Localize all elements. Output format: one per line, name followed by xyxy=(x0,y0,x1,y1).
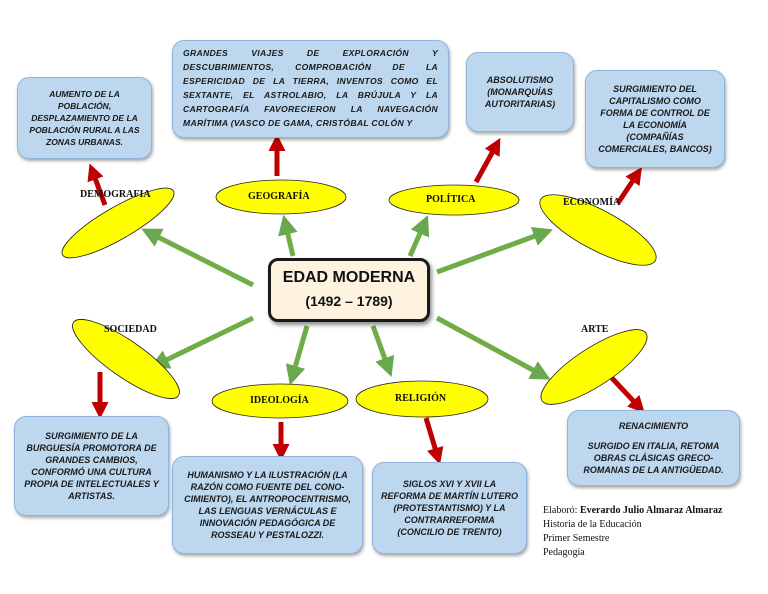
branch-label-geografia: GEOGRAFÍA xyxy=(248,191,310,202)
box-religion: SIGLOS XVI Y XVII LA REFORMA DE MARTÍN L… xyxy=(372,462,527,554)
box-ideologia: HUMANISMO Y LA ILUSTRACIÓN (LA RAZÓN COM… xyxy=(172,456,363,554)
central-topic: EDAD MODERNA (1492 – 1789) xyxy=(268,258,430,322)
red-arrow-religion xyxy=(423,417,444,465)
credits-author: Everardo Julio Almaraz Almaraz xyxy=(579,505,723,516)
ellipse-economia xyxy=(539,194,657,266)
connector-politica xyxy=(407,215,430,258)
box-economia-text: SURGIMIENTO DEL CAPITALISMO COMO FORMA D… xyxy=(598,84,712,154)
ellipse-religion xyxy=(355,380,489,418)
ellipse-ideologia xyxy=(211,383,349,419)
ellipse-sociedad xyxy=(72,319,180,399)
ellipse-arte xyxy=(540,329,648,405)
box-arte-text: SURGIDO EN ITALIA, RETOMA OBRAS CLÁSICAS… xyxy=(583,441,724,475)
branch-label-ideologia: IDEOLOGÍA xyxy=(250,395,309,406)
connector-sociedad xyxy=(149,315,255,369)
author-credits: Elaboró: Everardo Julio Almaraz Almaraz … xyxy=(543,504,722,560)
credits-prefix: Elaboró: xyxy=(543,505,578,516)
box-sociedad: SURGIMIENTO DE LA BURGUESÍA PROMOTORA DE… xyxy=(14,416,169,516)
box-ideologia-text: HUMANISMO Y LA ILUSTRACIÓN (LA RAZÓN COM… xyxy=(184,470,351,540)
box-geografia: GRANDES VIAJES DE EXPLORACIÓN Y DESCUBRI… xyxy=(172,40,449,138)
connector-ideologia xyxy=(285,325,310,386)
branch-label-arte: ARTE xyxy=(581,324,609,335)
ellipse-geografia xyxy=(215,179,347,215)
red-arrow-economia xyxy=(615,167,642,205)
red-arrow-arte xyxy=(608,374,645,414)
box-demografia-text: AUMENTO DE LA POBLACIÓN, DESPLAZAMIENTO … xyxy=(29,89,140,147)
box-demografia: AUMENTO DE LA POBLACIÓN, DESPLAZAMIENTO … xyxy=(17,77,152,159)
box-politica: ABSOLUTISMO (MONARQUÍAS AUTORITARIAS) xyxy=(466,52,574,132)
central-title: EDAD MODERNA xyxy=(282,269,416,286)
connector-demografia xyxy=(141,228,255,288)
box-arte-title: RENACIMIENTO xyxy=(618,421,689,431)
red-arrow-demografia xyxy=(87,163,108,206)
ellipse-politica xyxy=(388,184,520,216)
connector-geografia xyxy=(278,214,298,257)
box-religion-text: SIGLOS XVI Y XVII LA REFORMA DE MARTÍN L… xyxy=(381,479,518,537)
credits-line-2: Historia de la Educación xyxy=(543,519,642,530)
box-economia: SURGIMIENTO DEL CAPITALISMO COMO FORMA D… xyxy=(585,70,725,168)
connector-arte xyxy=(435,315,551,380)
box-politica-text: ABSOLUTISMO (MONARQUÍAS AUTORITARIAS) xyxy=(484,75,556,109)
credits-line-1: Elaboró: Everardo Julio Almaraz Almaraz xyxy=(543,504,722,518)
box-sociedad-text: SURGIMIENTO DE LA BURGUESÍA PROMOTORA DE… xyxy=(24,431,159,501)
branch-label-sociedad: SOCIEDAD xyxy=(104,324,157,335)
branch-label-politica: POLÍTICA xyxy=(426,194,476,205)
credits-line-3: Primer Semestre xyxy=(543,533,610,544)
box-geografia-text: GRANDES VIAJES DE EXPLORACIÓN Y DESCUBRI… xyxy=(183,48,438,128)
branch-label-economia: ECONOMÍA xyxy=(563,197,621,208)
branch-label-religion: RELIGIÓN xyxy=(395,393,447,404)
central-dates: (1492 – 1789) xyxy=(305,293,393,309)
credits-line-4: Pedagogía xyxy=(543,547,585,558)
ellipse-demografia xyxy=(61,187,175,259)
connector-economia xyxy=(436,226,554,275)
red-arrow-politica xyxy=(473,137,501,184)
box-arte: RENACIMIENTO SURGIDO EN ITALIA, RETOMA O… xyxy=(567,410,740,486)
branch-label-demografia: DEMOGRAFIA xyxy=(80,189,151,200)
connector-religion xyxy=(370,325,395,378)
